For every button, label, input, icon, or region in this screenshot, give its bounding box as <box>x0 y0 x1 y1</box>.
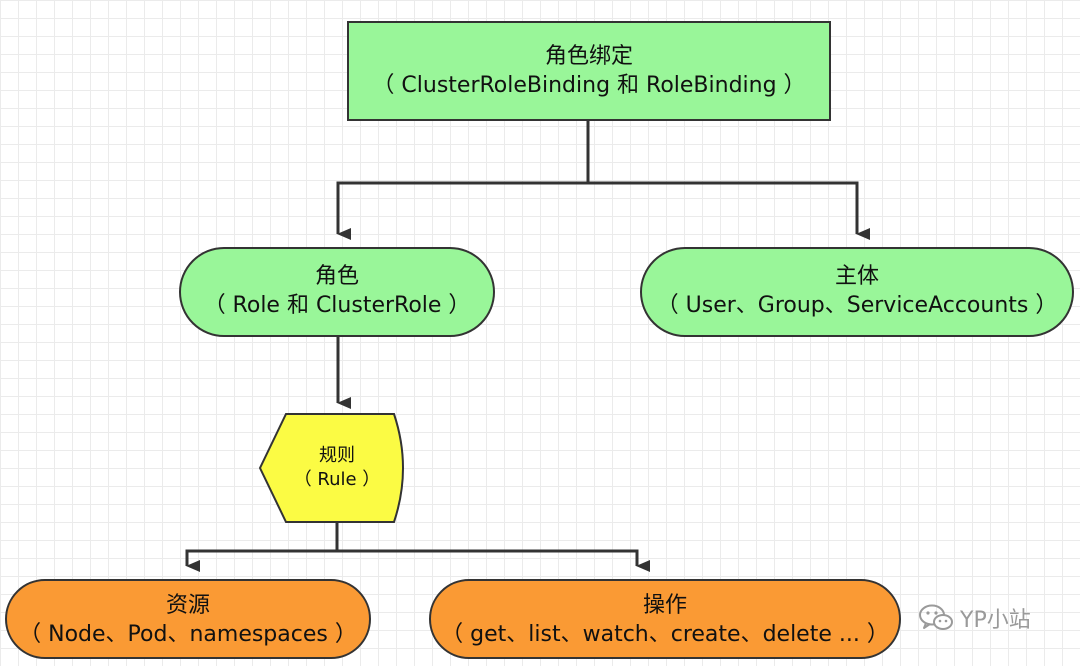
edge-rule-to-resources <box>185 522 339 572</box>
node-rule-subtitle: （ Rule ） <box>293 469 381 491</box>
node-role-label: 角色 （ Role 和 ClusterRole ） <box>180 262 494 320</box>
node-resources-label: 资源 （ Node、Pod、namespaces ） <box>6 591 370 649</box>
node-binding-subtitle: （ ClusterRoleBinding 和 RoleBinding ） <box>372 73 806 99</box>
node-binding-shape <box>347 21 831 121</box>
node-subject-shape <box>640 247 1074 337</box>
node-binding-label: 角色绑定 （ ClusterRoleBinding 和 RoleBinding … <box>348 42 830 100</box>
node-operations-label: 操作 （ get、list、watch、create、delete ... ） <box>430 591 900 649</box>
node-subject-label: 主体 （ User、Group、ServiceAccounts ） <box>641 262 1073 320</box>
node-operations-title: 操作 <box>642 593 687 618</box>
connectors <box>185 120 870 572</box>
node-role-subtitle: （ Role 和 ClusterRole ） <box>203 293 471 319</box>
wechat-icon <box>919 604 953 630</box>
edge-binding-to-role <box>336 120 590 240</box>
edge-rule-to-operations <box>337 549 650 572</box>
node-rule-title: 规则 <box>319 445 355 466</box>
watermark: YP小站 <box>918 598 1068 638</box>
node-subject-subtitle: （ User、Group、ServiceAccounts ） <box>656 293 1058 319</box>
node-resources-title: 资源 <box>165 593 210 618</box>
node-rule-shape <box>258 413 404 523</box>
node-role-shape <box>179 247 495 337</box>
edge-binding-to-subject <box>588 181 870 240</box>
node-role-title: 角色 <box>314 264 359 289</box>
node-operations-subtitle: （ get、list、watch、create、delete ... ） <box>441 622 889 648</box>
node-operations-shape <box>429 579 901 659</box>
watermark-text: YP小站 <box>960 608 1031 633</box>
node-subject-title: 主体 <box>834 264 879 289</box>
node-resources-shape <box>5 579 371 659</box>
node-binding-title: 角色绑定 <box>544 44 633 69</box>
node-rule-label: 规则 （ Rule ） <box>270 444 404 493</box>
node-resources-subtitle: （ Node、Pod、namespaces ） <box>19 622 357 648</box>
